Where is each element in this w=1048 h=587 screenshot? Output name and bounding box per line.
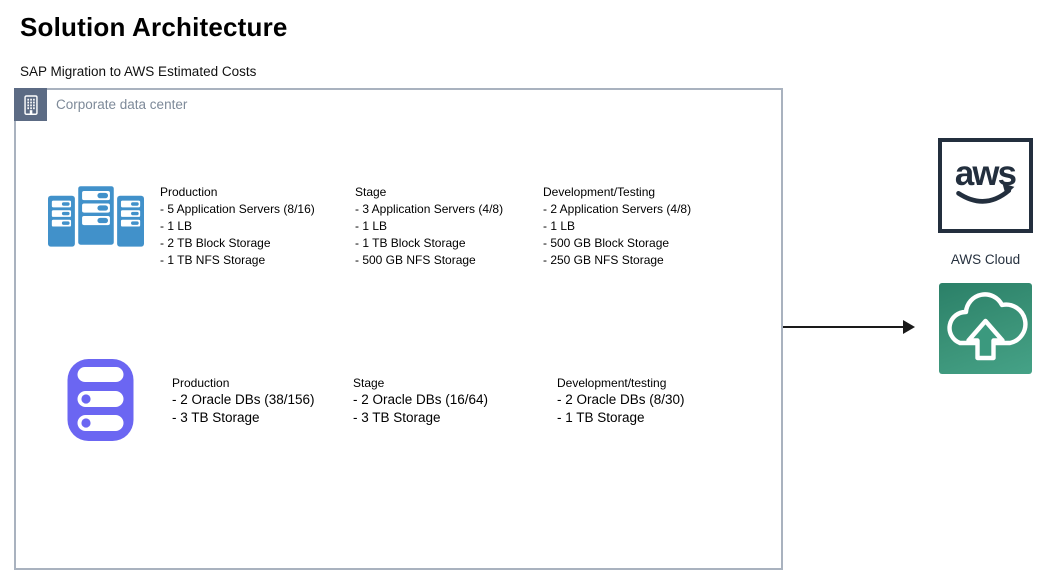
spec-line: - 2 Application Servers (4/8) bbox=[543, 202, 692, 216]
spec-line: - 2 Oracle DBs (16/64) bbox=[353, 392, 489, 407]
spec-line: - 500 GB NFS Storage bbox=[355, 253, 476, 267]
page-subtitle: SAP Migration to AWS Estimated Costs bbox=[20, 64, 257, 79]
spec-line: - 1 TB Block Storage bbox=[355, 236, 466, 250]
spec-line: - 3 Application Servers (4/8) bbox=[355, 202, 504, 216]
aws-logo-glyph: aws bbox=[955, 154, 1017, 204]
right-arrow-line bbox=[783, 326, 906, 328]
spec-line: - 3 TB Storage bbox=[353, 409, 441, 425]
db-column-devtest: Development/testing - 2 Oracle DBs (8/30… bbox=[557, 375, 685, 426]
spec-line: - 3 TB Storage bbox=[172, 409, 260, 425]
column-title: Stage bbox=[355, 185, 387, 199]
spec-line: - 1 LB bbox=[543, 219, 576, 233]
server-column-devtest: Development/Testing - 2 Application Serv… bbox=[543, 184, 691, 269]
db-column-production: Production - 2 Oracle DBs (38/156) - 3 T… bbox=[172, 375, 315, 426]
aws-logo: aws bbox=[938, 138, 1033, 233]
spec-line: - 1 TB Storage bbox=[557, 409, 645, 425]
column-title: Stage bbox=[353, 376, 385, 390]
spec-line: - 250 GB NFS Storage bbox=[543, 253, 664, 267]
column-title: Production bbox=[160, 185, 218, 199]
db-column-stage: Stage - 2 Oracle DBs (16/64) - 3 TB Stor… bbox=[353, 375, 488, 426]
server-column-production: Production - 5 Application Servers (8/16… bbox=[160, 184, 315, 269]
building-icon bbox=[14, 88, 47, 121]
spec-line: - 500 GB Block Storage bbox=[543, 236, 670, 250]
column-title: Production bbox=[172, 376, 230, 390]
server-column-stage: Stage - 3 Application Servers (4/8) - 1 … bbox=[355, 184, 503, 269]
column-title: Development/Testing bbox=[543, 185, 656, 199]
database-icon bbox=[67, 359, 134, 441]
spec-line: - 2 Oracle DBs (8/30) bbox=[557, 392, 685, 407]
spec-line: - 2 Oracle DBs (38/156) bbox=[172, 392, 315, 407]
spec-line: - 1 LB bbox=[355, 219, 388, 233]
aws-cloud-label: AWS Cloud bbox=[950, 252, 1021, 267]
spec-line: - 5 Application Servers (8/16) bbox=[160, 202, 315, 216]
cloud-upload-icon bbox=[939, 283, 1032, 374]
corporate-data-center-container: Corporate data center Production - 5 App… bbox=[14, 88, 783, 570]
page-title: Solution Architecture bbox=[20, 12, 288, 42]
building-icon-glyph bbox=[23, 94, 38, 115]
cloud-upload-glyph bbox=[947, 292, 1028, 361]
spec-line: - 1 LB bbox=[160, 219, 193, 233]
spec-line: - 2 TB Block Storage bbox=[160, 236, 271, 250]
spec-line: - 1 TB NFS Storage bbox=[160, 253, 266, 267]
right-arrow-head bbox=[903, 320, 915, 334]
server-rack-icon bbox=[48, 183, 144, 247]
datacenter-label: Corporate data center bbox=[56, 97, 188, 112]
column-title: Development/testing bbox=[557, 376, 667, 390]
